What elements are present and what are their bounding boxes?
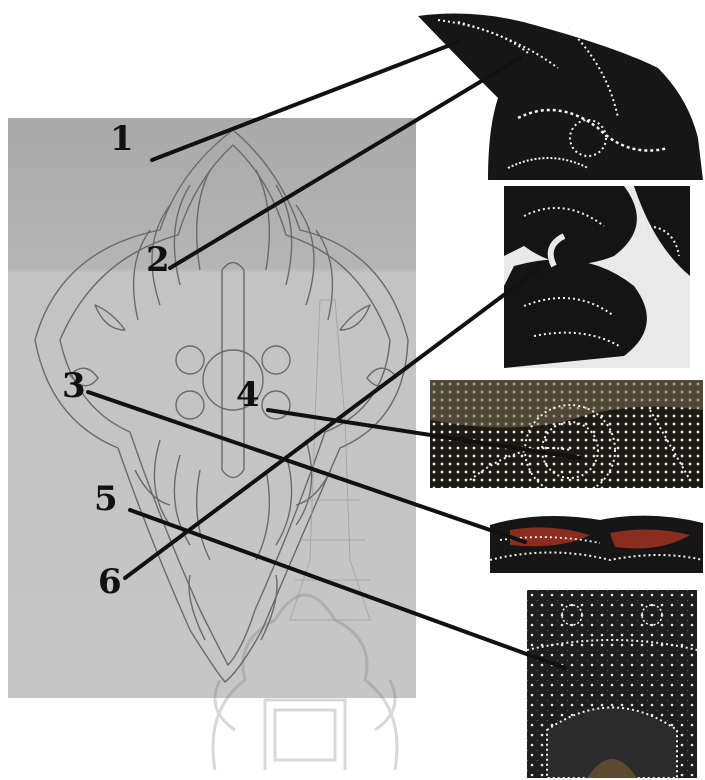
label-2: 2: [146, 243, 170, 277]
label-6: 6: [98, 565, 122, 599]
leader-line-2: [170, 58, 520, 268]
leader-line-6: [125, 268, 540, 578]
label-5: 5: [94, 482, 118, 516]
label-4: 4: [236, 378, 260, 412]
leader-line-1: [152, 42, 458, 160]
label-3: 3: [62, 369, 86, 403]
label-1: 1: [110, 122, 134, 156]
